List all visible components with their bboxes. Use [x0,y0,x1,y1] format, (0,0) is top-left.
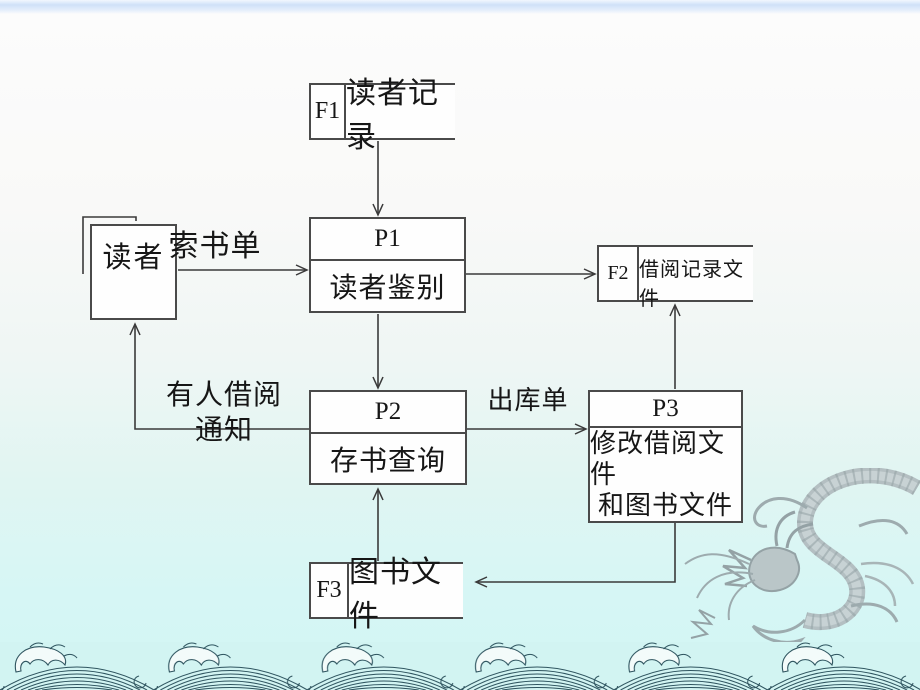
dragon-decoration [684,468,920,657]
top-accent-band [0,0,920,14]
flow-line-p3-f3 [474,523,676,588]
entity-shadow-lines [82,216,137,274]
flow-line-p2-reader [129,322,309,430]
wave-border [0,642,920,690]
